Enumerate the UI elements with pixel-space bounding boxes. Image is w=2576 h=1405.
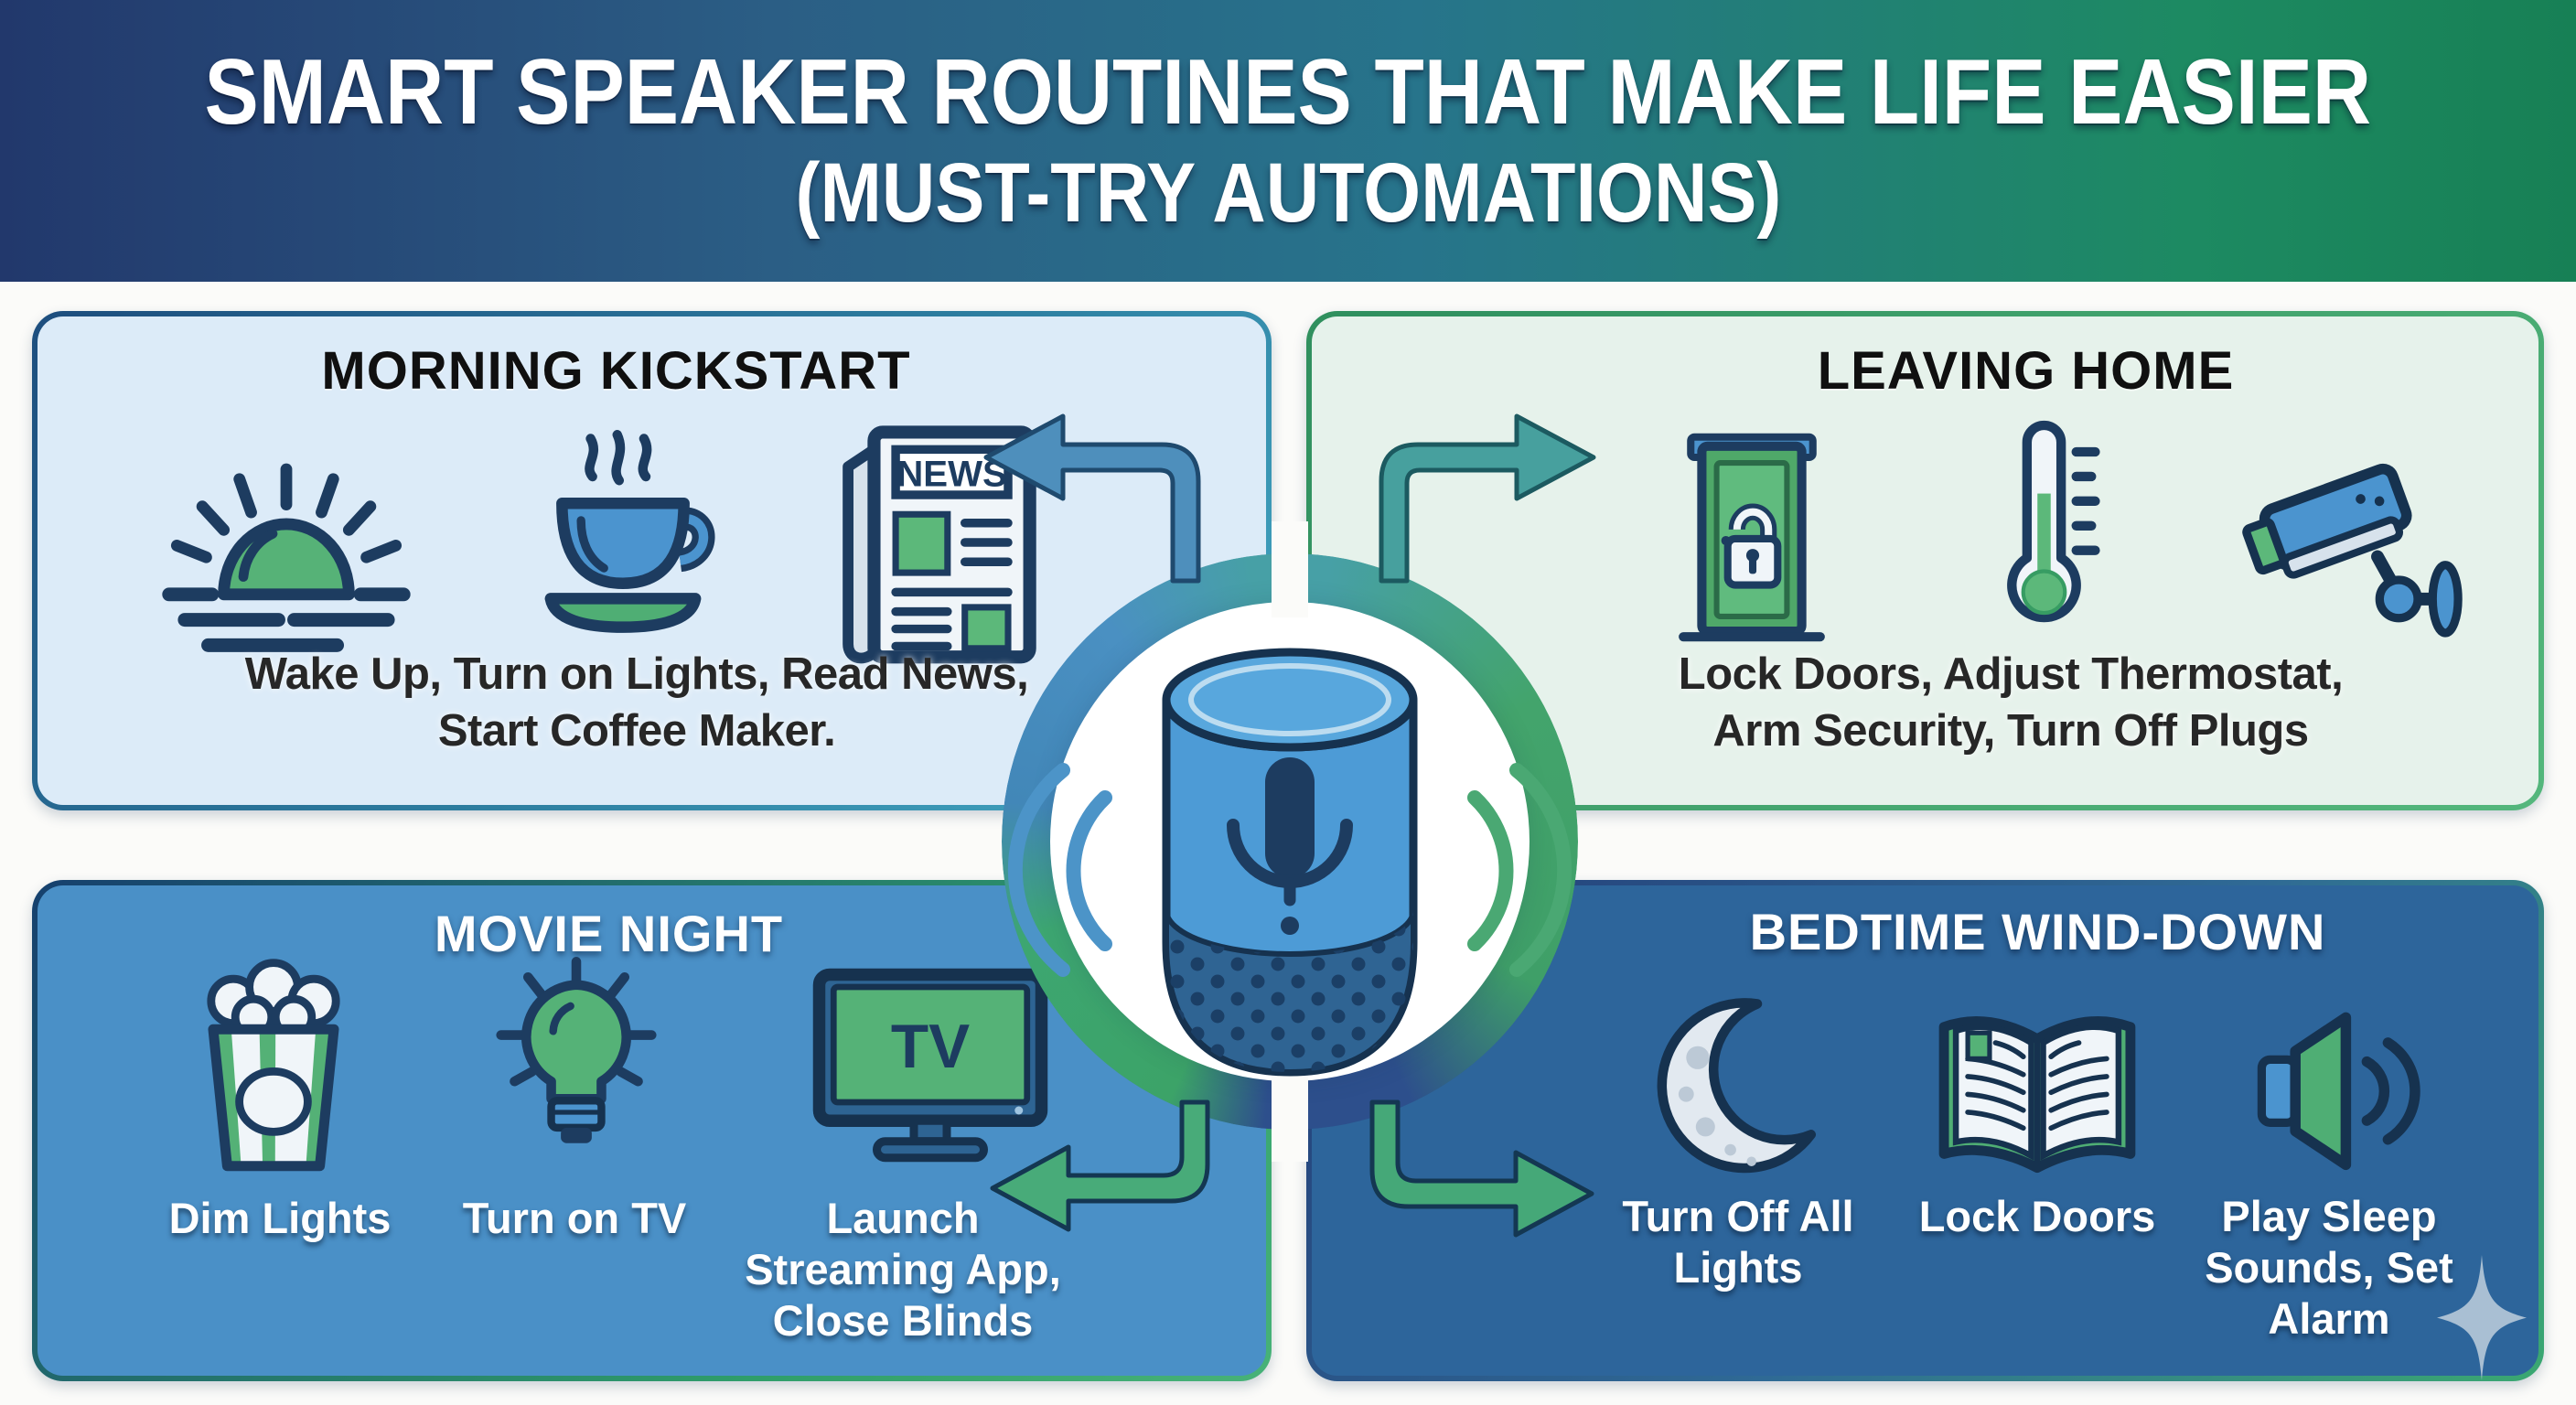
main-title-line2: (MUST-TRY AUTOMATIONS) [795, 146, 1781, 240]
newspaper-icon: NEWS [818, 401, 1056, 684]
morning-kickstart-title: MORNING KICKSTART [321, 341, 911, 401]
panel-gap-strip-top [1272, 521, 1308, 617]
locked-door-icon [1669, 419, 1835, 662]
book-icon [1927, 995, 2147, 1184]
main-title-line1: SMART SPEAKER ROUTINES THAT MAKE LIFE EA… [204, 41, 2372, 144]
bedtime-item-label-turn-off-lights: Turn Off All Lights [1622, 1192, 1854, 1292]
sunrise-icon [149, 454, 424, 669]
bedtime-wind-down-title: BEDTIME WIND-DOWN [1749, 903, 2326, 960]
tv-screen-label: TV [891, 1013, 970, 1081]
newspaper-headline-label: NEWS [896, 454, 1007, 495]
bedtime-item-label-lock-doors: Lock Doors [1918, 1192, 2156, 1240]
leaving-description-line1: Lock Doors, Adjust Thermostat, [1678, 649, 2344, 699]
coffee-cup-icon [509, 415, 737, 671]
movie-night-title: MOVIE NIGHT [434, 905, 784, 962]
security-camera-icon [2238, 424, 2471, 649]
movie-item-label-turn-on-tv: Turn on TV [462, 1194, 687, 1242]
tv-icon: TV [807, 962, 1054, 1168]
header-banner: SMART SPEAKER ROUTINES THAT MAKE LIFE EA… [0, 0, 2576, 282]
popcorn-icon [173, 957, 374, 1178]
movie-item-label-launch-streaming: Launch Streaming App, Close Blinds [745, 1194, 1061, 1345]
morning-description-line1: Wake Up, Turn on Lights, Read News, [244, 649, 1029, 699]
morning-description-line2: Start Coffee Maker. [437, 706, 836, 756]
leaving-home-description: Lock Doors, Adjust Thermostat, Arm Secur… [1398, 646, 2576, 759]
thermostat-icon [1978, 413, 2110, 650]
bedtime-item-label-play-sleep-sounds: Play Sleep Sounds, Set Alarm [2205, 1192, 2453, 1343]
sleep-speaker-icon [2224, 1003, 2434, 1182]
panel-gap-strip-bottom [1272, 1061, 1308, 1162]
morning-kickstart-description: Wake Up, Turn on Lights, Read News, Star… [74, 646, 1199, 759]
sparkle-icon [2437, 1255, 2527, 1381]
movie-item-label-dim-lights: Dim Lights [168, 1194, 392, 1242]
hub-ring-inner-disc [1050, 602, 1530, 1081]
leaving-home-title: LEAVING HOME [1817, 341, 2235, 401]
leaving-description-line2: Arm Security, Turn Off Plugs [1712, 706, 2309, 756]
moon-icon [1642, 984, 1834, 1196]
lightbulb-icon [489, 951, 663, 1169]
